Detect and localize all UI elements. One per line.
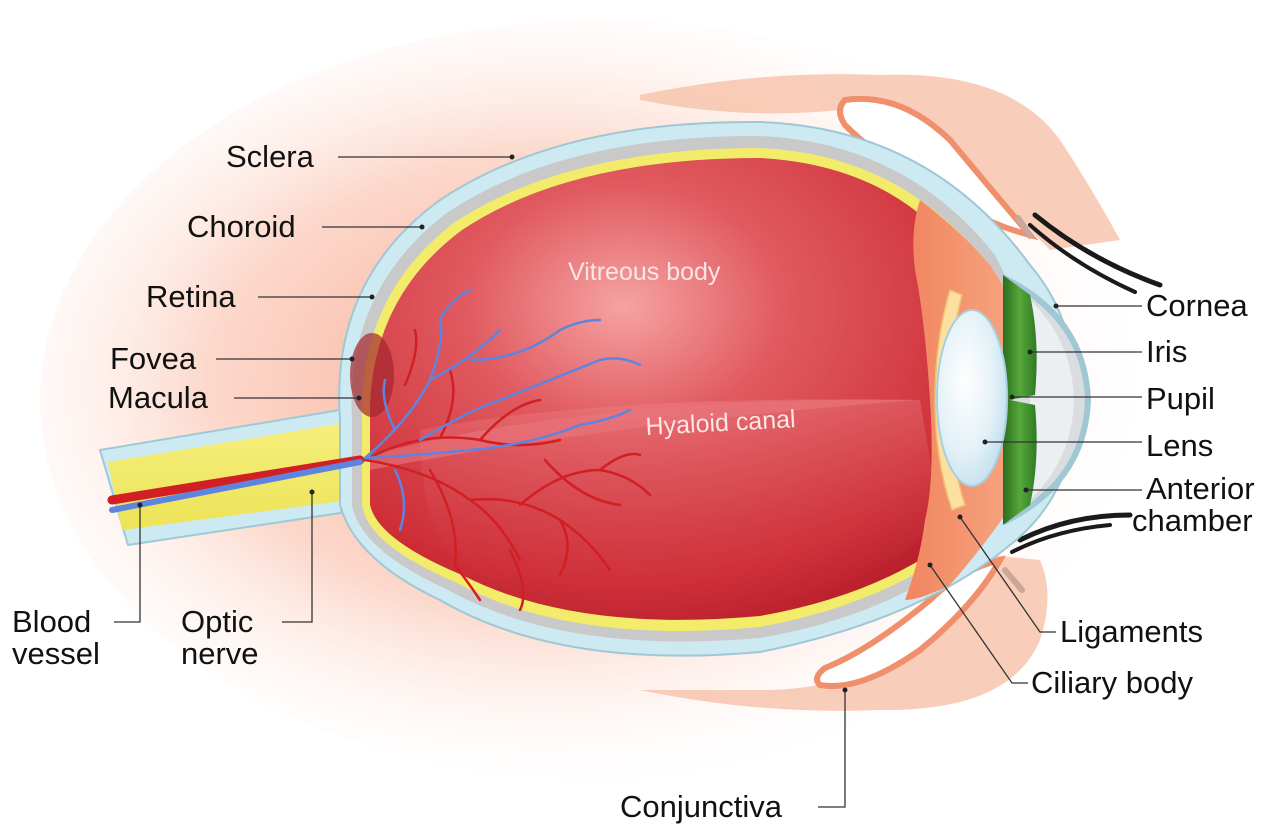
label-retina: Retina (146, 279, 236, 314)
label-anterior-chamber-line2: chamber (1132, 503, 1253, 538)
label-pupil: Pupil (1146, 381, 1215, 416)
label-choroid: Choroid (187, 209, 296, 244)
macula-region (350, 333, 394, 417)
label-optic-nerve-line2: nerve (181, 636, 259, 671)
lens (937, 310, 1007, 486)
label-ciliary-body: Ciliary body (1031, 665, 1193, 700)
label-sclera: Sclera (226, 139, 315, 174)
label-blood-vessel-line1: Blood (12, 604, 91, 639)
label-optic-nerve-line1: Optic (181, 604, 253, 639)
label-anterior-chamber-line1: Anterior (1146, 471, 1255, 506)
label-ligaments: Ligaments (1060, 614, 1203, 649)
label-vitreous-body: Vitreous body (568, 258, 721, 286)
label-fovea: Fovea (110, 341, 197, 376)
label-lens: Lens (1146, 428, 1213, 463)
label-macula: Macula (108, 380, 209, 415)
label-iris: Iris (1146, 334, 1187, 369)
label-conjunctiva: Conjunctiva (620, 789, 783, 824)
label-cornea: Cornea (1146, 288, 1248, 323)
label-blood-vessel-line2: vessel (12, 636, 100, 671)
